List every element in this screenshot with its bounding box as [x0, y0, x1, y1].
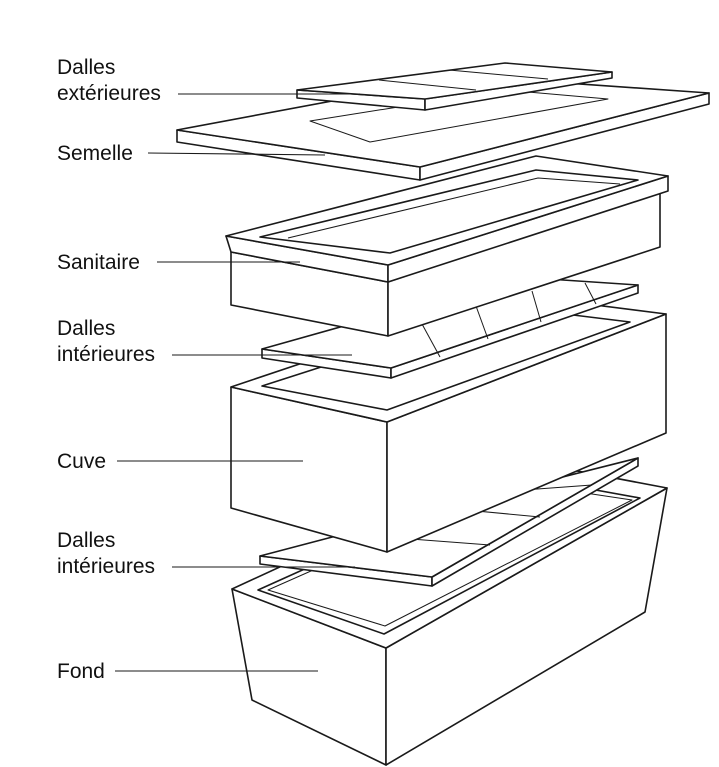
label-semelle: Semelle: [57, 142, 133, 165]
label-sanitaire: Sanitaire: [57, 251, 140, 274]
dalles-ext-seam-2: [448, 69, 549, 80]
dalles-top-seam-4: [584, 282, 597, 305]
label-fond: Fond: [57, 660, 105, 683]
dalles-ext-seam-1: [378, 79, 477, 91]
sanitaire-inner-opening: [259, 169, 639, 254]
label-dalles-interieures-top-line1: Dalles: [57, 317, 115, 340]
leader-semelle: [147, 152, 326, 156]
sanitaire-inner-bevel: [287, 177, 621, 239]
label-dalles-interieures-bottom-line2: intérieures: [57, 555, 155, 578]
label-cuve: Cuve: [57, 450, 106, 473]
label-dalles-exterieures-line1: Dalles: [57, 56, 115, 79]
dalles-interieures-top-part: [261, 276, 639, 379]
dalles-exterieures-part: [296, 62, 613, 111]
semelle-part: [176, 75, 710, 181]
dalles-top-seam-3: [531, 290, 542, 323]
dalles-top-seam-2: [475, 305, 489, 340]
sanitaire-part: [225, 155, 669, 337]
label-dalles-interieures-bottom-line1: Dalles: [57, 529, 115, 552]
dalles-top-seam-1: [421, 323, 441, 358]
label-dalles-interieures-top-line2: intérieures: [57, 343, 155, 366]
label-dalles-exterieures-line2: extérieures: [57, 82, 161, 105]
dalles-ext-top: [296, 62, 613, 100]
